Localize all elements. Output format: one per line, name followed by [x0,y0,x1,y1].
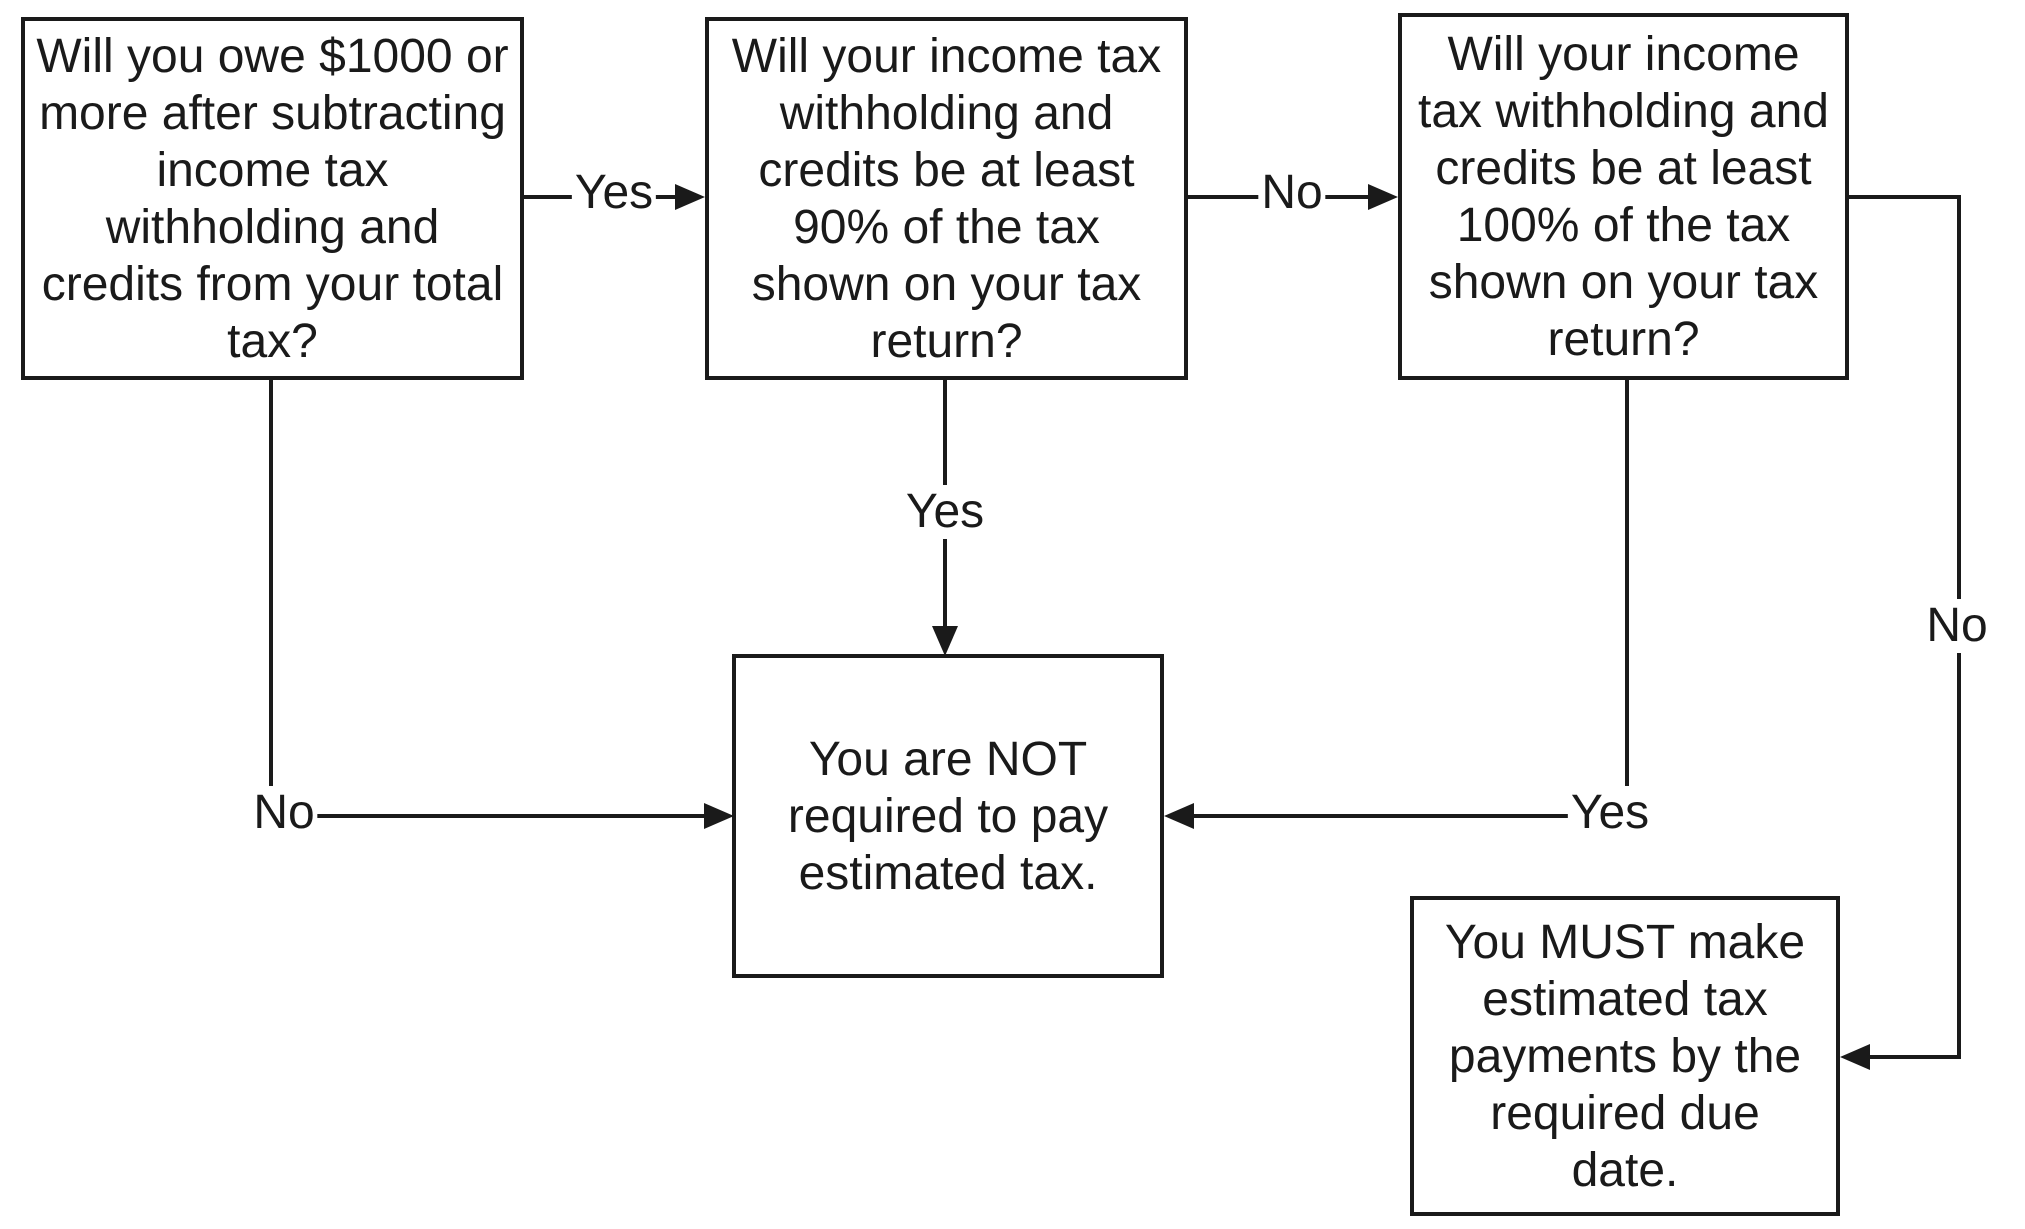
label-q3-no: No [1923,599,1991,653]
question-90-percent-text: Will your income tax withholding and cre… [731,29,1162,368]
arrowhead-q1-yes [675,184,705,210]
question-100-percent-text: Will your income tax withholding and cre… [1418,27,1829,366]
arrowhead-q3-no [1840,1044,1870,1070]
label-q2-no: No [1258,166,1326,220]
result-must-pay: You MUST make estimated tax payments by … [1410,896,1840,1216]
label-q1-yes: Yes [571,166,657,220]
label-q2-yes: Yes [902,485,988,539]
question-owe-1000-text: Will you owe $1000 or more after subtrac… [36,29,509,368]
label-q1-no: No [250,786,318,840]
result-not-required: You are NOT required to pay estimated ta… [732,654,1164,978]
result-must-pay-text: You MUST make estimated tax payments by … [1444,915,1806,1197]
edge-q3-yes [1192,378,1629,818]
result-not-required-text: You are NOT required to pay estimated ta… [787,732,1109,900]
arrowhead-q2-no [1368,184,1398,210]
label-q3-yes: Yes [1567,786,1653,840]
arrowhead-q1-no [704,803,734,829]
question-100-percent: Will your income tax withholding and cre… [1398,13,1849,380]
question-owe-1000: Will you owe $1000 or more after subtrac… [21,17,524,380]
arrowhead-q2-yes [932,626,958,656]
edge-q1-no [269,378,708,818]
question-90-percent: Will your income tax withholding and cre… [705,17,1188,380]
arrowhead-q3-yes [1164,803,1194,829]
